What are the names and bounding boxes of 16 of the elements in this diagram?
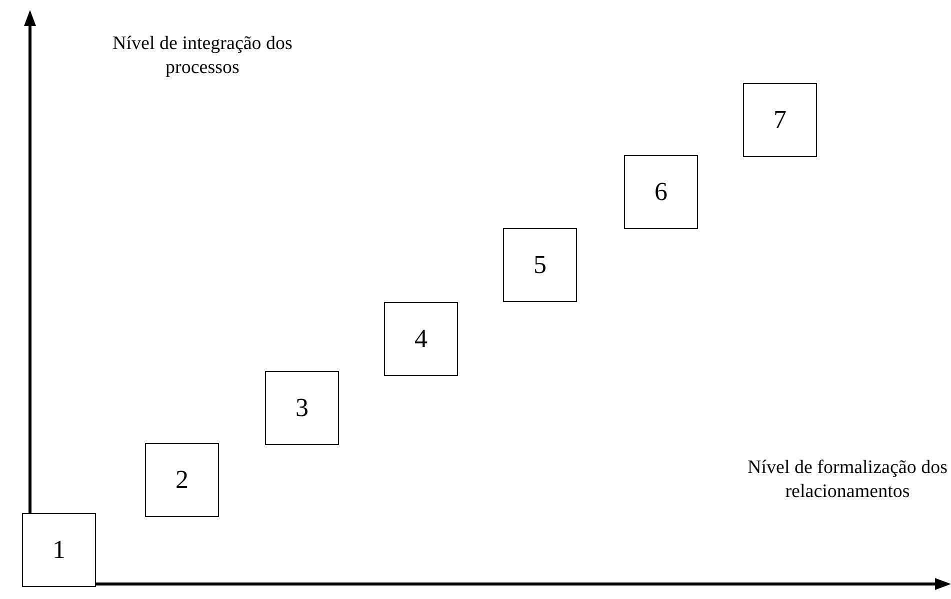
step-box <box>145 443 219 517</box>
step-box <box>624 155 698 229</box>
axis-label: Nível de integração dos processos <box>112 32 294 80</box>
step-number: 6 <box>654 179 668 205</box>
step-number: 4 <box>414 326 428 352</box>
step-box <box>22 513 96 587</box>
step-box <box>265 371 339 445</box>
step-number: 1 <box>52 537 66 563</box>
step-number: 3 <box>296 395 308 421</box>
step-number: 7 <box>774 107 786 133</box>
step-number: 2 <box>176 467 188 493</box>
step-number: 5 <box>534 252 546 278</box>
step-box <box>503 228 577 302</box>
axis-label: Nível de formalização dos relacionamentos <box>746 456 948 504</box>
step-box <box>384 302 458 376</box>
step-box <box>743 83 817 157</box>
